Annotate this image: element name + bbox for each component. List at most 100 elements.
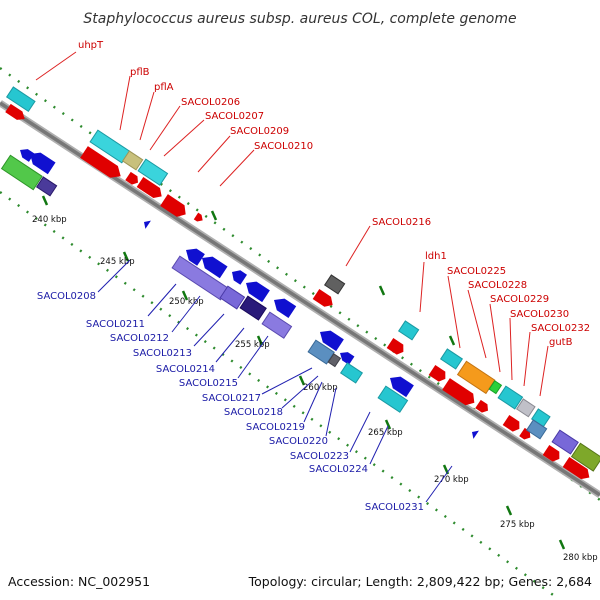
gene-label-gutB[interactable]: gutB — [549, 337, 573, 348]
gene-label-SACOL0212[interactable]: SACOL0212 — [110, 333, 169, 344]
feature-SACOL0209[interactable] — [125, 171, 141, 187]
feature-SACOL0207[interactable] — [80, 146, 124, 182]
gene-label-SACOL0217[interactable]: SACOL0217 — [202, 393, 261, 404]
tick-mark — [298, 375, 306, 386]
feature-SACOL0216[interactable] — [323, 274, 346, 295]
gene-label-uhpT[interactable]: uhpT — [78, 40, 104, 51]
feature-red[interactable] — [562, 456, 593, 482]
feature-red[interactable] — [5, 103, 27, 123]
feature-SACOL0224[interactable] — [386, 372, 414, 398]
leader-line — [97, 259, 131, 293]
feature-red[interactable] — [312, 288, 336, 310]
gene-label-SACOL0216[interactable]: SACOL0216 — [372, 217, 431, 228]
feature-SACOL0220[interactable] — [337, 349, 355, 365]
gene-label-SACOL0218[interactable]: SACOL0218 — [224, 407, 283, 418]
feature-SACOL0219[interactable] — [327, 353, 342, 368]
tick-mark — [41, 195, 49, 206]
reverse-label-group: SACOL0208 SACOL0211 SACOL0212 SACOL0213 … — [37, 291, 424, 513]
feature-pflA[interactable] — [121, 150, 144, 171]
feature-uhpT[interactable] — [5, 86, 36, 113]
gene-label-SACOL0231[interactable]: SACOL0231 — [365, 502, 424, 513]
forward-leaders — [35, 51, 549, 397]
leader-line — [325, 387, 337, 437]
tick-mark — [505, 505, 513, 516]
tick-mark — [378, 285, 386, 296]
leader-line — [171, 295, 201, 333]
feature-blue[interactable] — [26, 148, 56, 175]
leader-line — [303, 381, 323, 423]
feature-red[interactable] — [502, 414, 523, 434]
gene-label-SACOL0232[interactable]: SACOL0232 — [531, 323, 590, 334]
tick-label: 275 kbp — [500, 520, 535, 530]
feature-blue-marker[interactable] — [141, 218, 151, 229]
gene-label-SACOL0219[interactable]: SACOL0219 — [246, 422, 305, 433]
leader-line — [163, 119, 205, 157]
gene-label-SACOL0206[interactable]: SACOL0206 — [181, 97, 240, 108]
gene-label-ldh1[interactable]: ldh1 — [425, 251, 447, 262]
feature-violet[interactable] — [261, 311, 293, 339]
leader-line — [369, 425, 389, 465]
feature-SACOL0213[interactable] — [229, 267, 247, 285]
leader-line — [215, 327, 245, 363]
gene-label-SACOL0214[interactable]: SACOL0214 — [156, 364, 215, 375]
feature-gutB[interactable] — [551, 429, 579, 455]
gene-label-SACOL0230[interactable]: SACOL0230 — [510, 309, 569, 320]
feature-green[interactable] — [570, 442, 600, 472]
gene-label-SACOL0228[interactable]: SACOL0228 — [468, 280, 527, 291]
gene-label-SACOL0224[interactable]: SACOL0224 — [309, 464, 368, 475]
leader-line — [425, 465, 453, 503]
feature-red[interactable] — [386, 337, 407, 357]
feature-SACOL0223[interactable] — [339, 362, 364, 384]
gene-label-pflA[interactable]: pflA — [154, 82, 174, 93]
feature-green-rev[interactable] — [0, 154, 43, 191]
feature-darkviolet[interactable] — [35, 176, 58, 197]
feature-SACOL0229[interactable] — [497, 385, 524, 410]
feature-SACOL0230[interactable] — [515, 398, 536, 418]
leader-line — [539, 345, 549, 397]
feature-cyan-rev[interactable] — [377, 385, 409, 413]
feature-red-small[interactable] — [193, 212, 205, 224]
feature-SACOL0217[interactable] — [316, 326, 344, 352]
feature-SACOL0228[interactable] — [488, 380, 503, 395]
gene-label-SACOL0215[interactable]: SACOL0215 — [179, 378, 238, 389]
tick-mark — [256, 335, 264, 346]
feature-SACOL0214[interactable] — [242, 277, 270, 303]
feature-SACOL0210[interactable] — [136, 176, 165, 201]
leader-line — [139, 91, 155, 141]
tick-label: 270 kbp — [434, 475, 469, 485]
feature-violet[interactable] — [219, 285, 246, 310]
gene-label-SACOL0208[interactable]: SACOL0208 — [37, 291, 96, 302]
gene-label-SACOL0223[interactable]: SACOL0223 — [290, 451, 349, 462]
forward-features — [5, 86, 600, 482]
gene-label-SACOL0210[interactable]: SACOL0210 — [254, 141, 313, 152]
gene-label-SACOL0229[interactable]: SACOL0229 — [490, 294, 549, 305]
feature-SACOL0206[interactable] — [137, 158, 169, 186]
leader-line — [281, 375, 319, 409]
forward-label-group: uhpT pflB pflA SACOL0206 SACOL0207 SACOL… — [78, 40, 590, 348]
gene-label-SACOL0211[interactable]: SACOL0211 — [86, 319, 145, 330]
gene-label-SACOL0220[interactable]: SACOL0220 — [269, 436, 328, 447]
feature-SACOL0211[interactable] — [182, 244, 205, 266]
feature-blue-marker[interactable] — [469, 428, 479, 439]
feature-SACOL0208[interactable] — [17, 146, 35, 162]
feature-SACOL0231[interactable] — [525, 419, 548, 440]
leader-line — [349, 411, 371, 453]
tick-mark — [384, 419, 392, 430]
gene-label-SACOL0225[interactable]: SACOL0225 — [447, 266, 506, 277]
feature-SACOL0212[interactable] — [198, 252, 228, 279]
feature-red[interactable] — [160, 194, 189, 220]
feature-ldh1[interactable] — [439, 348, 464, 370]
gene-label-SACOL0213[interactable]: SACOL0213 — [133, 348, 192, 359]
feature-red[interactable] — [475, 399, 491, 415]
feature-cyan[interactable] — [397, 320, 420, 341]
feature-SACOL0215[interactable] — [270, 294, 297, 318]
feature-red[interactable] — [428, 364, 449, 384]
feature-red[interactable] — [442, 378, 478, 408]
gene-label-pflB[interactable]: pflB — [130, 67, 150, 78]
feature-darkviolet[interactable] — [239, 295, 267, 321]
feature-red[interactable] — [542, 444, 563, 464]
gene-label-SACOL0207[interactable]: SACOL0207 — [205, 111, 264, 122]
gene-label-SACOL0209[interactable]: SACOL0209 — [230, 126, 289, 137]
leader-line — [447, 275, 461, 349]
tick-labels: 240 kbp 245 kbp 250 kbp 255 kbp 260 kbp … — [32, 215, 598, 563]
